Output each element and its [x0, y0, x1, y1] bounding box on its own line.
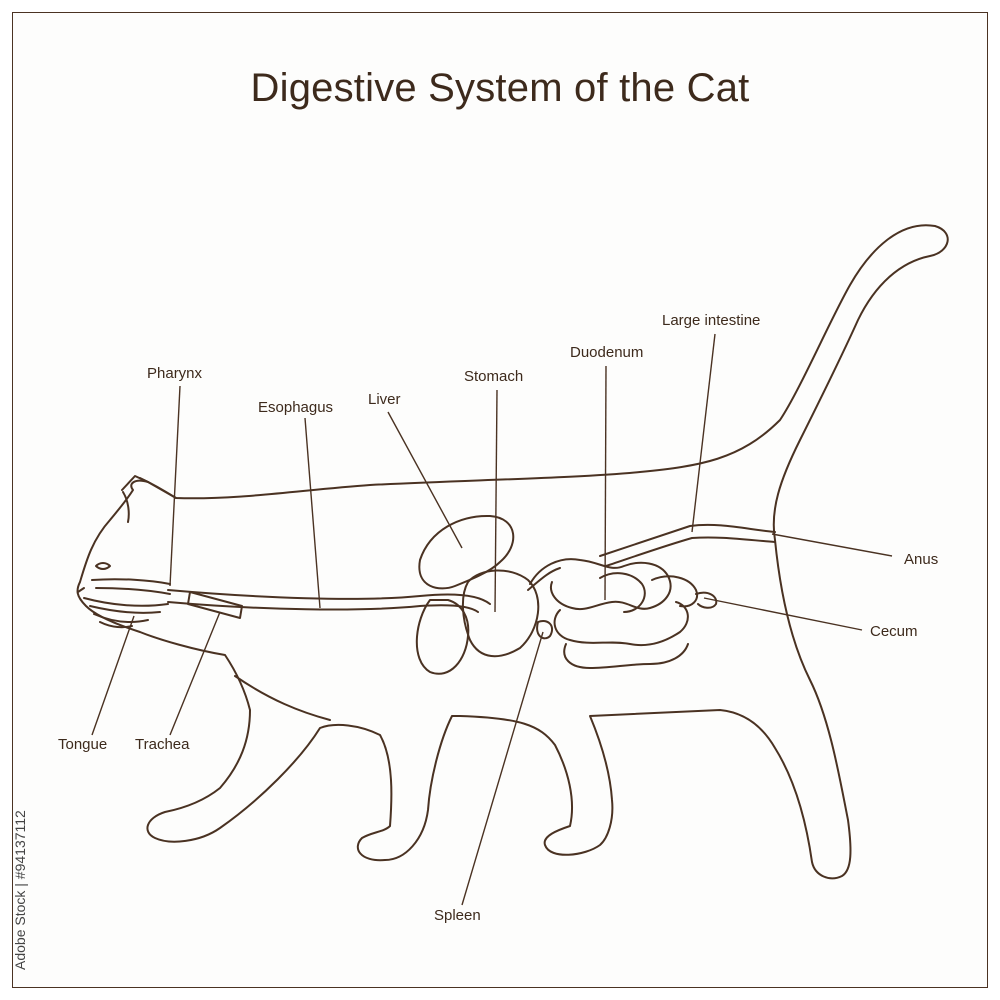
leader-large-intestine [691, 333, 716, 533]
leader-duodenum [604, 365, 607, 601]
label-spleen: Spleen [434, 907, 481, 924]
leader-pharynx [169, 385, 181, 587]
label-tongue: Tongue [58, 736, 108, 753]
leader-anus [771, 533, 893, 557]
label-liver: Liver [368, 391, 401, 408]
label-duodenum: Duodenum [570, 344, 644, 361]
trachea-tube [187, 591, 243, 619]
leader-cecum [703, 597, 863, 631]
diagram-title: Digestive System of the Cat [250, 66, 750, 110]
label-anus: Anus [904, 551, 939, 568]
stock-id-watermark: Adobe Stock | #94137112 [8, 780, 28, 970]
leader-tongue [91, 615, 135, 736]
label-trachea: Trachea [135, 736, 190, 753]
stock-id-text: Adobe Stock | #94137112 [12, 810, 28, 970]
label-pharynx: Pharynx [147, 365, 203, 382]
leader-esophagus [304, 417, 321, 609]
stomach-shape [462, 569, 540, 658]
leader-trachea [169, 611, 221, 736]
intestine-coils [529, 558, 718, 669]
leader-stomach [494, 389, 498, 613]
cat-eye [95, 562, 111, 570]
large-intestine-tube [599, 523, 776, 567]
cat-nose [77, 587, 85, 593]
cat-outline [76, 224, 949, 880]
spleen-shape [536, 620, 554, 640]
label-esophagus: Esophagus [258, 399, 334, 416]
cat-mouth [83, 597, 169, 607]
leader-spleen [461, 631, 544, 906]
leader-liver [387, 411, 463, 549]
label-cecum: Cecum [870, 623, 918, 640]
label-large-intestine: Large intestine [662, 312, 761, 329]
belly-line [234, 675, 331, 721]
label-stomach: Stomach [464, 368, 524, 385]
